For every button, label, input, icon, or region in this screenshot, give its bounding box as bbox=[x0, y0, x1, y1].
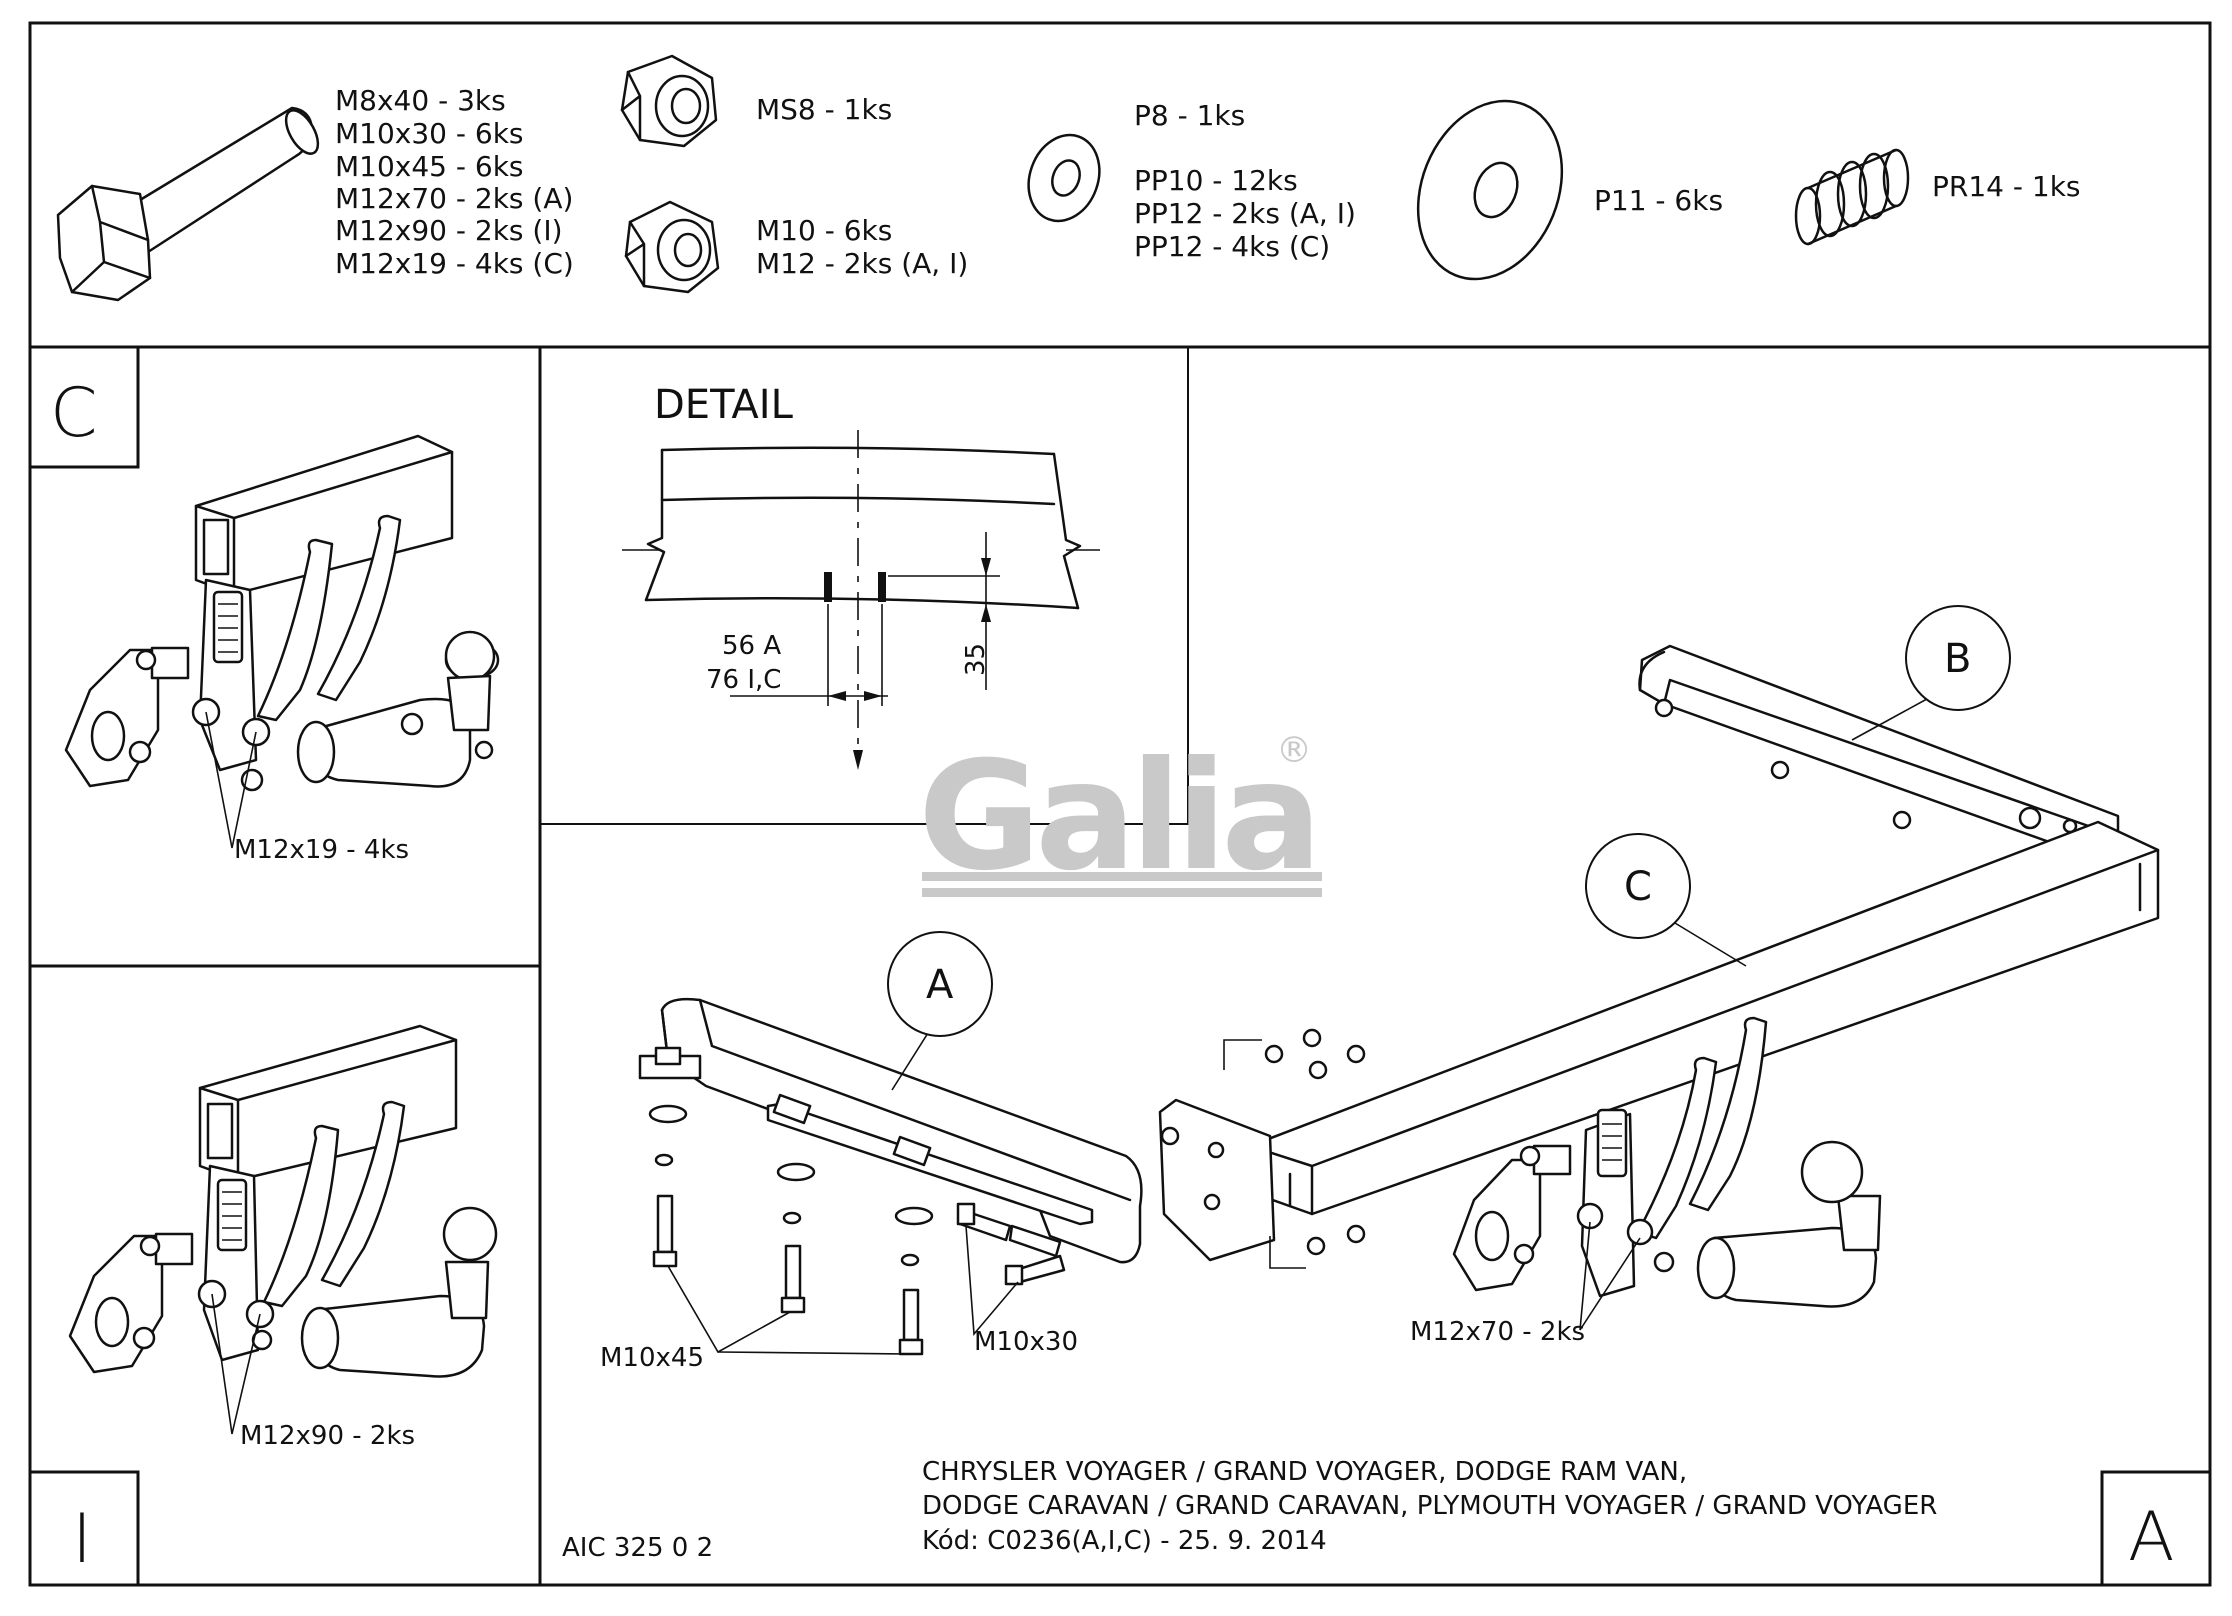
watermark-registered: ® bbox=[1276, 730, 1312, 771]
panel-i: M12x90 - 2ks I bbox=[68, 1024, 498, 1579]
label-m10x30: M10x30 bbox=[974, 1327, 1078, 1357]
nut-washer-column bbox=[1223, 1028, 1366, 1269]
bolt-item: M12x19 - 4ks (C) bbox=[335, 247, 574, 280]
washer-item: PP12 - 2ks (A, I) bbox=[1134, 197, 1356, 230]
hitch-i-illustration bbox=[68, 1024, 498, 1378]
galia-watermark: Galia ® bbox=[918, 730, 1322, 904]
detail-dim-ic: 76 I,C bbox=[706, 665, 781, 695]
hitch-a-illustration bbox=[1452, 1016, 1882, 1308]
nut-ms8-label: MS8 - 1ks bbox=[756, 93, 892, 126]
bolt-item: M12x70 - 2ks (A) bbox=[335, 182, 573, 215]
drawing-code: AIC 325 0 2 bbox=[562, 1533, 713, 1563]
bolt-item: M10x30 - 6ks bbox=[335, 117, 524, 150]
nut-item: M12 - 2ks (A, I) bbox=[756, 247, 968, 280]
code-date-line: Kód: C0236(A,I,C) - 25. 9. 2014 bbox=[922, 1526, 1327, 1556]
washer-item: PP10 - 12ks bbox=[1134, 164, 1298, 197]
hitch-c-illustration bbox=[64, 434, 500, 792]
label-m12x70: M12x70 - 2ks bbox=[1410, 1317, 1585, 1347]
detail-panel: DETAIL 56 A 76 bbox=[622, 382, 1100, 770]
callouts: A B C M10x45 M10x30 M12x70 - 2ks bbox=[600, 605, 2011, 1373]
panel-c-letter: C bbox=[50, 374, 97, 453]
bolt-item: M10x45 - 6ks bbox=[335, 150, 524, 183]
spring-illustration bbox=[1794, 148, 1910, 246]
bolt-illustration bbox=[56, 106, 320, 302]
callout-c: C bbox=[1624, 864, 1652, 910]
washer-p8-illustration bbox=[1027, 133, 1101, 223]
washer-pp-list: PP10 - 12ks PP12 - 2ks (A, I) PP12 - 4ks… bbox=[1134, 164, 1356, 263]
label-m10x45: M10x45 bbox=[600, 1343, 704, 1373]
bolt-item: M12x90 - 2ks (I) bbox=[335, 214, 563, 247]
detail-section-drawing bbox=[622, 430, 1100, 770]
nut-item: M10 - 6ks bbox=[756, 214, 892, 247]
callout-b: B bbox=[1944, 636, 1971, 682]
main-assembly bbox=[638, 644, 2160, 1356]
panel-i-bolt-label: M12x90 - 2ks bbox=[240, 1421, 415, 1451]
variant-letter: A bbox=[2128, 1498, 2175, 1577]
drawing-frame bbox=[28, 21, 2212, 1587]
panel-c: C bbox=[50, 374, 500, 865]
bolt-list: M8x40 - 3ks M10x30 - 6ks M10x45 - 6ks M1… bbox=[335, 84, 574, 280]
bolt-stack-left bbox=[648, 1104, 934, 1356]
bolt-item: M8x40 - 3ks bbox=[335, 84, 506, 117]
vehicle-line-2: DODGE CARAVAN / GRAND CARAVAN, PLYMOUTH … bbox=[922, 1491, 1937, 1521]
vehicle-line-1: CHRYSLER VOYAGER / GRAND VOYAGER, DODGE … bbox=[922, 1457, 1687, 1487]
callout-a: A bbox=[926, 962, 954, 1008]
nut-illustration bbox=[624, 200, 720, 294]
bolt-pair-m10x30 bbox=[956, 1202, 1066, 1286]
nut-list: M10 - 6ks M12 - 2ks (A, I) bbox=[756, 214, 968, 280]
detail-title: DETAIL bbox=[654, 382, 794, 428]
detail-dim-a: 56 A bbox=[722, 631, 781, 661]
parts-list: M8x40 - 3ks M10x30 - 6ks M10x45 - 6ks M1… bbox=[56, 54, 2081, 302]
washer-item: PP12 - 4ks (C) bbox=[1134, 230, 1330, 263]
lock-nut-illustration bbox=[620, 54, 718, 148]
spring-label: PR14 - 1ks bbox=[1932, 170, 2081, 203]
panel-c-bolt-label: M12x19 - 4ks bbox=[234, 835, 409, 865]
panel-i-letter: I bbox=[72, 1500, 92, 1579]
detail-dim-v: 35 bbox=[961, 643, 991, 676]
washer-p8-label: P8 - 1ks bbox=[1134, 99, 1245, 132]
title-block: AIC 325 0 2 CHRYSLER VOYAGER / GRAND VOY… bbox=[562, 1457, 2175, 1577]
washer-p11-label: P11 - 6ks bbox=[1594, 184, 1723, 217]
washer-p11-illustration bbox=[1416, 99, 1564, 281]
